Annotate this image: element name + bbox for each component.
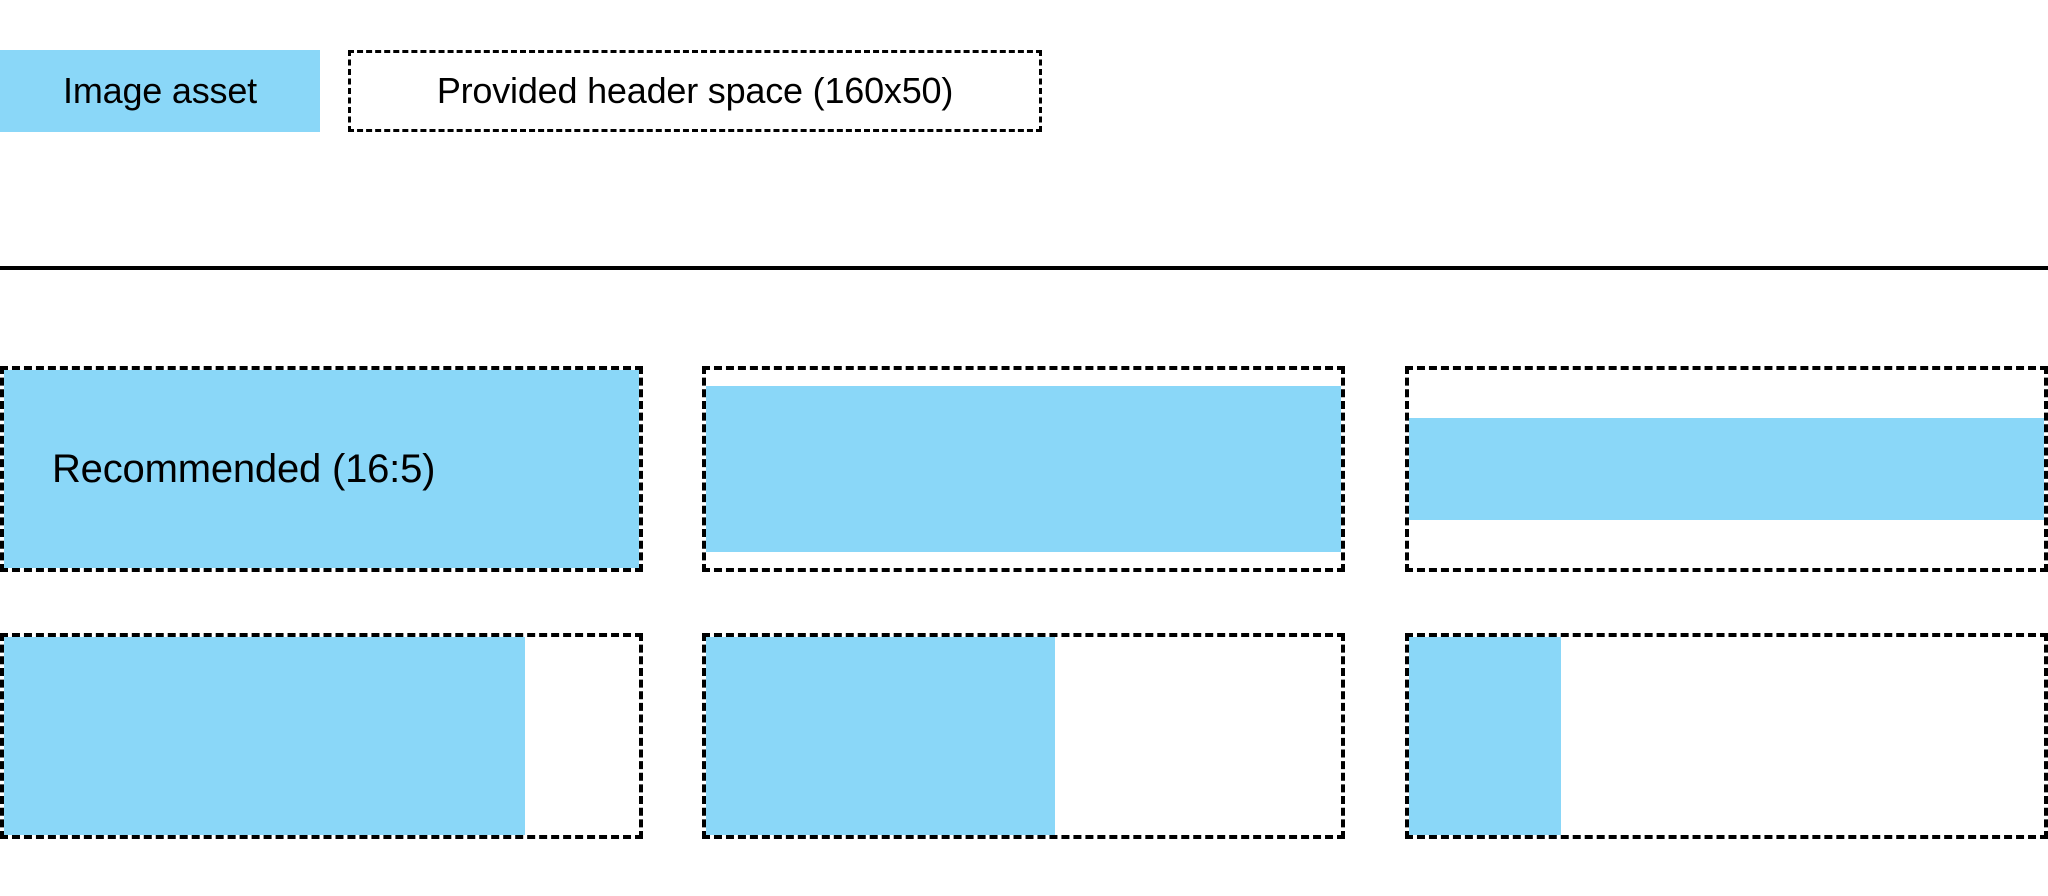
legend-header-space-label: Provided header space (160x50) <box>436 70 954 111</box>
asset-fill <box>4 637 525 835</box>
example-tile-letterboxed-slight <box>702 366 1345 572</box>
legend-header-space-swatch: Provided header space (160x50) <box>348 50 1042 132</box>
asset-fill <box>706 637 1056 835</box>
example-row-fit-width <box>0 633 2048 839</box>
example-tile-letterboxed-wide <box>1405 366 2048 572</box>
example-tile-pillarboxed-medium <box>702 633 1345 839</box>
example-tile-pillarboxed-slight <box>0 633 643 839</box>
legend-image-asset-label: Image asset <box>63 70 257 111</box>
legend-image-asset-swatch: Image asset <box>0 50 320 132</box>
legend: Image asset Provided header space (160x5… <box>0 50 1042 132</box>
asset-fill <box>1409 417 2044 521</box>
example-row-fit-height: Recommended (16:5) <box>0 366 2048 572</box>
asset-fill <box>4 370 639 568</box>
section-divider <box>0 266 2048 270</box>
example-grid: Recommended (16:5) <box>0 366 2048 839</box>
asset-fill <box>706 385 1341 553</box>
example-tile-pillarboxed-narrow <box>1405 633 2048 839</box>
example-tile-recommended-16-5: Recommended (16:5) <box>0 366 643 572</box>
asset-fill <box>1409 637 1562 835</box>
